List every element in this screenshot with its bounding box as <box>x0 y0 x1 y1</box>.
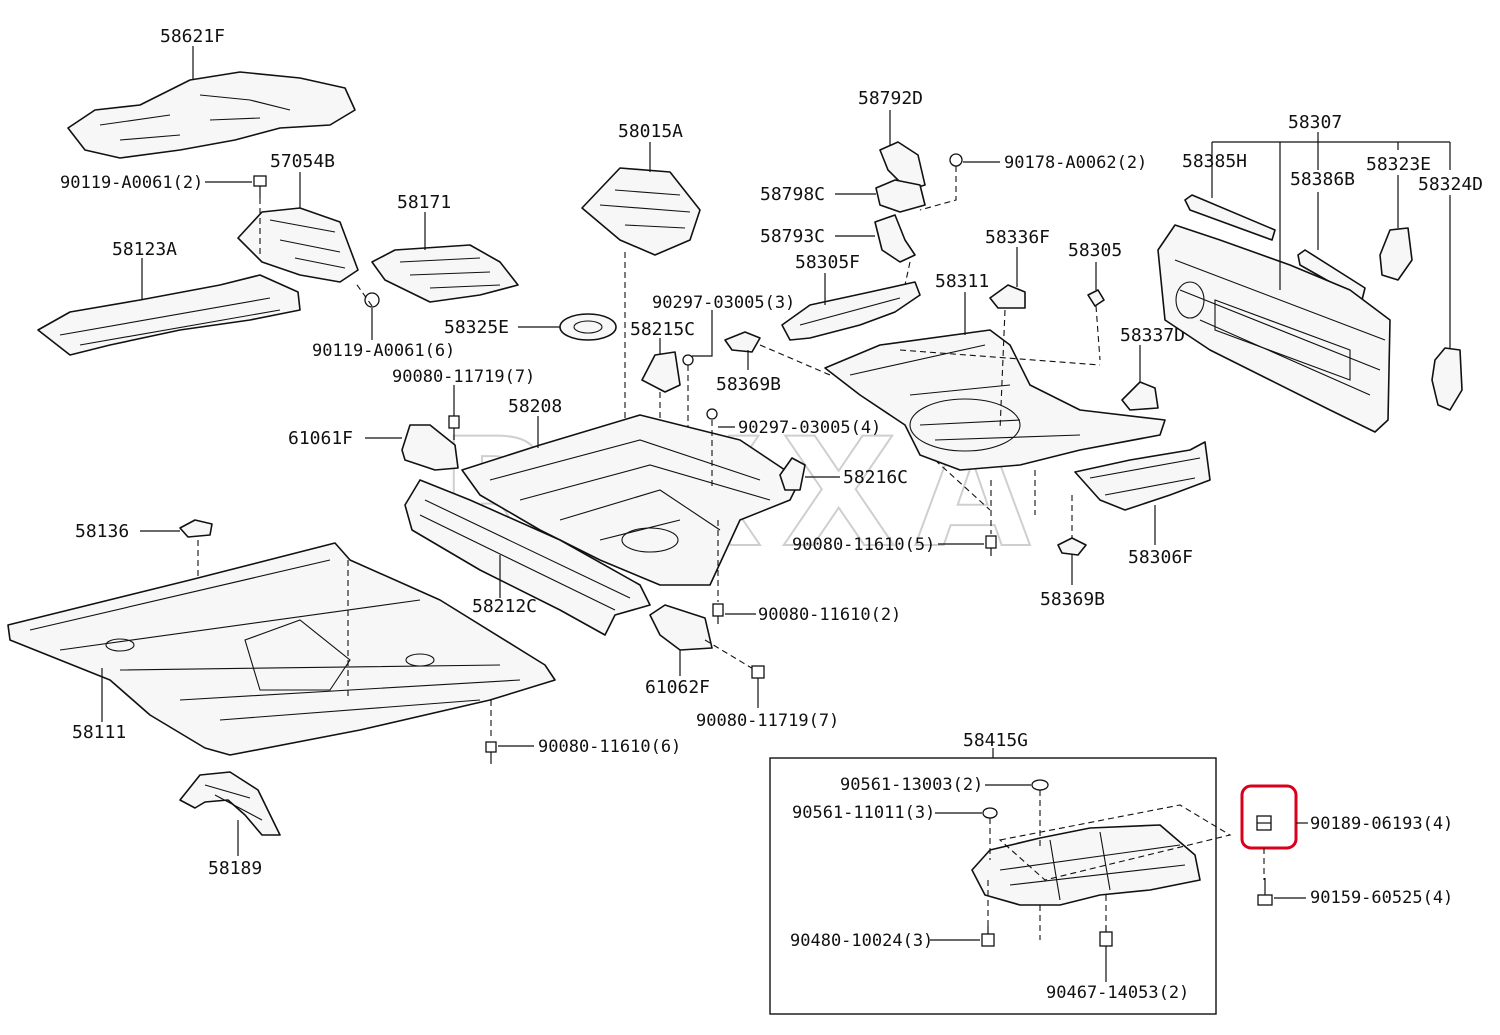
part-58369B-lower-shape <box>1057 537 1087 556</box>
label-58792D: 58792D <box>858 88 923 109</box>
part-58386B-shape <box>1297 249 1366 301</box>
label-58212C: 58212C <box>472 596 537 617</box>
label-90467-14053-2: 90467-14053(2) <box>1046 983 1189 1003</box>
part-58307-shape <box>1157 224 1391 433</box>
label-58336F: 58336F <box>985 227 1050 248</box>
bolt-90080-11719-lower <box>751 665 765 688</box>
part-58798C-shape <box>875 179 926 213</box>
label-58324D: 58324D <box>1418 174 1483 195</box>
part-58212C-shape <box>404 479 651 636</box>
label-58215C: 58215C <box>630 319 695 340</box>
label-58189: 58189 <box>208 858 262 879</box>
label-90080-11719-7-upper: 90080-11719(7) <box>392 367 535 387</box>
label-57054B: 57054B <box>270 151 335 172</box>
bolt-90080-11610-5 <box>985 535 997 556</box>
label-58123A: 58123A <box>112 239 177 260</box>
label-90561-13003-2: 90561-13003(2) <box>840 775 983 795</box>
part-61061F-shape <box>401 424 459 471</box>
label-58208: 58208 <box>508 396 562 417</box>
label-58171: 58171 <box>397 192 451 213</box>
part-58305F-shape <box>781 281 921 341</box>
part-58171-shape <box>371 244 519 303</box>
clip-90467 <box>1099 926 1113 947</box>
screw-90297-lower <box>706 408 718 420</box>
nut-90178 <box>949 153 963 167</box>
label-90159-60525-4: 90159-60525(4) <box>1310 888 1453 908</box>
bolt-90159 <box>1257 878 1273 906</box>
part-58385H-shape <box>1184 194 1276 241</box>
part-58189-shape <box>179 771 281 836</box>
label-90480-10024-3: 90480-10024(3) <box>790 931 933 951</box>
clip-90561-11011 <box>982 807 998 819</box>
part-58136-shape <box>179 519 213 538</box>
part-58325E-shape <box>559 313 617 341</box>
bolt-90480 <box>981 926 995 947</box>
part-58306F-shape <box>1074 441 1211 511</box>
label-58323E: 58323E <box>1366 154 1431 175</box>
part-58305-shape <box>1087 289 1105 307</box>
label-58216C: 58216C <box>843 467 908 488</box>
part-58621F-shape <box>67 71 356 159</box>
part-58208-shape <box>461 414 801 586</box>
part-58337D-shape <box>1121 381 1159 411</box>
label-58306F: 58306F <box>1128 547 1193 568</box>
label-58305: 58305 <box>1068 240 1122 261</box>
label-90080-11610-2: 90080-11610(2) <box>758 605 901 625</box>
bolt-90119-upper <box>253 175 267 198</box>
part-58336F-shape <box>989 284 1026 309</box>
highlight-box <box>1240 784 1298 850</box>
label-58311: 58311 <box>935 271 989 292</box>
part-61062F-shape <box>649 604 713 651</box>
label-58415G: 58415G <box>963 730 1028 751</box>
part-58415G-shape <box>971 824 1201 906</box>
label-90189-06193-4: 90189-06193(4) <box>1310 814 1453 834</box>
label-58369B-lower: 58369B <box>1040 589 1105 610</box>
label-58798C: 58798C <box>760 184 825 205</box>
bolt-90080-11610-6 <box>485 741 497 764</box>
clip-90561-13003 <box>1031 779 1049 791</box>
label-90297-03005-3: 90297-03005(3) <box>652 293 795 313</box>
label-58325E: 58325E <box>444 317 509 338</box>
part-58324D-shape <box>1431 347 1463 411</box>
label-90080-11610-5: 90080-11610(5) <box>792 535 935 555</box>
part-57054B-shape <box>237 207 359 283</box>
label-58136: 58136 <box>75 521 129 542</box>
part-58792D-shape <box>879 141 926 191</box>
label-58386B: 58386B <box>1290 169 1355 190</box>
label-90080-11610-6: 90080-11610(6) <box>538 737 681 757</box>
part-58015A-shape <box>581 167 701 256</box>
label-90561-11011-3: 90561-11011(3) <box>792 803 935 823</box>
bolt-90080-11610-2 <box>712 603 724 624</box>
label-58015A: 58015A <box>618 121 683 142</box>
nut-90189 <box>1256 815 1272 831</box>
label-58621F: 58621F <box>160 26 225 47</box>
part-58216C-shape <box>779 457 806 491</box>
label-90080-11719-7-lower: 90080-11719(7) <box>696 711 839 731</box>
label-90297-03005-4: 90297-03005(4) <box>738 418 881 438</box>
part-58793C-shape <box>874 214 916 263</box>
screw-90297-upper <box>682 354 694 366</box>
bolt-90119-lower <box>364 292 380 308</box>
label-61062F: 61062F <box>645 677 710 698</box>
label-58307: 58307 <box>1288 112 1342 133</box>
label-90178-A0062-2: 90178-A0062(2) <box>1004 153 1147 173</box>
part-58215C-shape <box>641 351 681 393</box>
label-58369B-upper: 58369B <box>716 374 781 395</box>
part-58111-shape <box>7 542 556 756</box>
label-58385H: 58385H <box>1182 151 1247 172</box>
label-90119-A0061-2: 90119-A0061(2) <box>60 173 203 193</box>
part-58323E-shape <box>1379 227 1413 281</box>
part-58311-shape <box>824 329 1166 471</box>
label-58305F: 58305F <box>795 252 860 273</box>
part-58369B-upper-shape <box>724 331 761 353</box>
label-58111: 58111 <box>72 722 126 743</box>
label-58793C: 58793C <box>760 226 825 247</box>
label-58337D: 58337D <box>1120 325 1185 346</box>
label-90119-A0061-6: 90119-A0061(6) <box>312 341 455 361</box>
part-58123A-shape <box>37 274 301 356</box>
label-61061F: 61061F <box>288 428 353 449</box>
